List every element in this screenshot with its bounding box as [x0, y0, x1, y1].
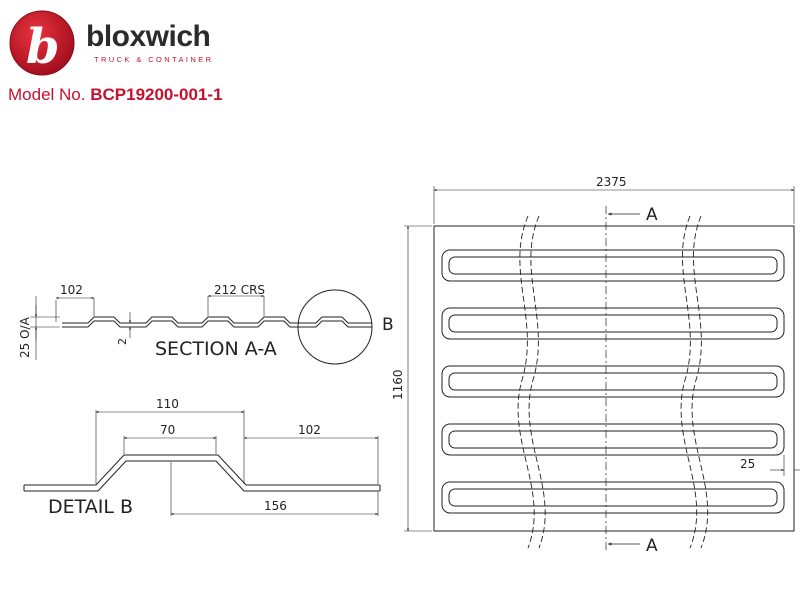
- corrugation-slot: [441, 481, 785, 514]
- brand-tagline: TRUCK & CONTAINER: [94, 55, 214, 64]
- dim-flat-width-label: 70: [160, 423, 175, 437]
- detail-ref-label: B: [382, 315, 394, 335]
- detail-view: [23, 410, 381, 516]
- logo-badge-icon: b: [9, 10, 75, 76]
- plan-view: [404, 186, 800, 552]
- dim-pitch-label: 102: [60, 283, 83, 297]
- plan-outline: [433, 225, 795, 532]
- detail-profile: [24, 454, 380, 486]
- dim-plan-height-label: 1160: [391, 369, 405, 400]
- dim-plan-edge-label: 25: [740, 457, 755, 471]
- corrugation-slots: [441, 249, 785, 514]
- model-number: BCP19200-001-1: [90, 85, 223, 104]
- model-number-line: Model No. BCP19200-001-1: [8, 84, 223, 106]
- corrugation-slot: [441, 307, 785, 340]
- model-label: Model No.: [8, 85, 86, 104]
- corrugation-slot: [441, 249, 785, 282]
- brand-name: bloxwich: [86, 20, 211, 53]
- corrugation-slot: [441, 423, 785, 456]
- section-title: SECTION A-A: [155, 338, 277, 360]
- corrugation-slot-inner: [448, 314, 778, 333]
- dim-height-label: 25 O/A: [18, 316, 32, 358]
- brand-logo: b bloxwich TRUCK & CONTAINER: [8, 8, 248, 78]
- section-view: [30, 289, 373, 365]
- corrugation-slot-inner: [448, 430, 778, 449]
- dim-bottom-label: 156: [264, 499, 287, 513]
- dim-plan-width-label: 2375: [596, 175, 627, 189]
- dim-thickness-label: 2: [116, 338, 129, 345]
- logo-letter: b: [26, 19, 60, 75]
- corrugation-slot-inner: [448, 372, 778, 391]
- dim-crs-label: 212 CRS: [214, 283, 265, 297]
- corrugation-slot-inner: [448, 256, 778, 275]
- dim-side-label: 102: [298, 423, 321, 437]
- corrugation-slot-inner: [448, 488, 778, 507]
- dim-top-width-label: 110: [156, 397, 179, 411]
- break-lines: [517, 215, 709, 549]
- section-marker-top: A: [646, 205, 658, 225]
- detail-title: DETAIL B: [48, 496, 133, 518]
- section-marker-bottom: A: [646, 536, 658, 556]
- section-profile: [62, 316, 372, 324]
- detail-b-circle: [297, 289, 373, 365]
- corrugation-slot: [441, 365, 785, 398]
